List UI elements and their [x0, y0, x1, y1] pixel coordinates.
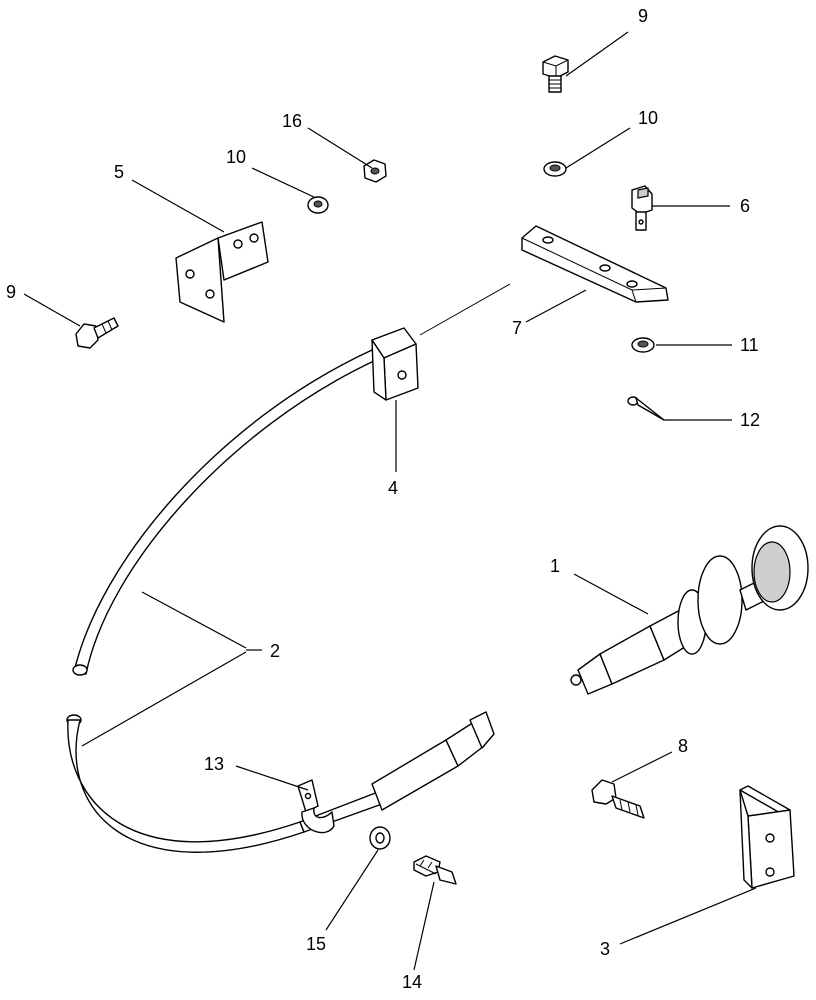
cotter-pin-part-12 — [627, 396, 665, 421]
nut-part-16 — [363, 159, 387, 183]
washer-part-10-left — [307, 196, 329, 214]
callout-1: 1 — [550, 556, 560, 576]
callout-15: 15 — [306, 934, 326, 954]
cable-part-2-lower — [66, 714, 383, 853]
bracket-part-3 — [739, 785, 795, 889]
plate-part-7 — [521, 225, 669, 303]
washer-part-15 — [369, 826, 391, 850]
callout-4: 4 — [388, 478, 398, 498]
control-knob-part-1 — [570, 525, 809, 695]
callout-8: 8 — [678, 736, 688, 756]
callout-6: 6 — [740, 196, 750, 216]
callout-3: 3 — [600, 939, 610, 959]
washer-part-11 — [631, 337, 655, 353]
callout-labels: 1 2 3 4 5 6 7 8 9 9 10 10 11 12 13 14 15… — [6, 6, 760, 992]
bolt-part-14 — [413, 855, 457, 885]
leader-lines — [23, 31, 757, 971]
bolt-part-9-left — [75, 317, 119, 349]
callout-11: 11 — [740, 335, 759, 355]
washer-part-10-right — [543, 161, 567, 177]
cable-connector-part-6 — [631, 185, 653, 231]
bolt-part-9-top — [542, 55, 569, 93]
cable-part-2-upper — [72, 283, 511, 676]
bolt-part-8 — [591, 779, 645, 819]
callout-2: 2 — [270, 641, 280, 661]
callout-10-right: 10 — [638, 108, 658, 128]
callout-14: 14 — [402, 972, 422, 992]
callout-9-left: 9 — [6, 282, 16, 302]
callout-16: 16 — [282, 111, 302, 131]
callout-9-top: 9 — [638, 6, 648, 26]
callout-12: 12 — [740, 410, 760, 430]
callout-13: 13 — [204, 754, 224, 774]
cable-end-fitting — [371, 711, 495, 811]
callout-7: 7 — [512, 318, 522, 338]
bracket-part-5 — [175, 221, 269, 323]
clamp-part-4 — [371, 327, 419, 401]
callout-10-left: 10 — [226, 147, 246, 167]
callout-5: 5 — [114, 162, 124, 182]
